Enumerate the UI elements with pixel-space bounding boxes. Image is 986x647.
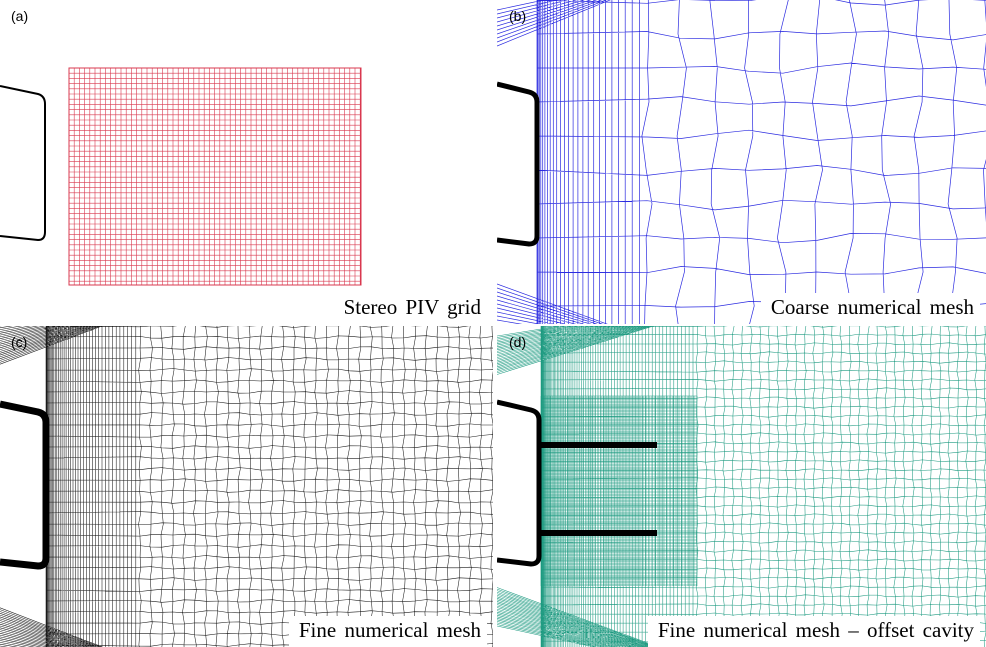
panel-label: (a) <box>11 8 29 24</box>
mesh-lines <box>497 326 986 647</box>
piv-grid-lines <box>68 67 361 285</box>
mesh-lines <box>497 0 986 324</box>
coarse-mesh-figure <box>497 0 986 324</box>
panel-label: (b) <box>509 8 527 24</box>
panel-label: (d) <box>509 334 527 350</box>
panel-b-coarse-mesh: (b) Coarse numerical mesh <box>497 0 986 324</box>
piv-grid-figure <box>0 67 362 286</box>
panel-a-stereo-piv-grid: (a) Stereo PIV grid <box>0 0 493 324</box>
panel-d-fine-mesh-offset-cavity: (d) Fine numerical mesh – offset cavity <box>497 326 986 647</box>
model-body <box>497 81 540 247</box>
panel-c-fine-mesh: (c) Fine numerical mesh <box>0 326 493 647</box>
cavity-lower-wall <box>537 530 657 536</box>
offset-cavity-mesh-figure <box>497 326 986 647</box>
model-outline <box>0 85 46 242</box>
panel-caption: Fine numerical mesh <box>288 616 487 647</box>
cavity-upper-wall <box>537 442 657 448</box>
model-body <box>497 399 542 567</box>
panel-caption: Coarse numerical mesh <box>760 293 980 324</box>
mesh-cells <box>0 326 493 647</box>
model-body <box>0 400 50 570</box>
piv-grid <box>68 67 362 286</box>
mesh-lines <box>0 326 493 647</box>
piv-grid-border <box>68 67 362 286</box>
fine-mesh-figure <box>0 326 493 647</box>
panel-caption: Fine numerical mesh – offset cavity <box>647 616 980 647</box>
mesh-cells <box>497 0 986 324</box>
mesh-cells <box>497 326 986 647</box>
panel-label: (c) <box>11 334 28 350</box>
panel-caption: Stereo PIV grid <box>333 293 487 324</box>
